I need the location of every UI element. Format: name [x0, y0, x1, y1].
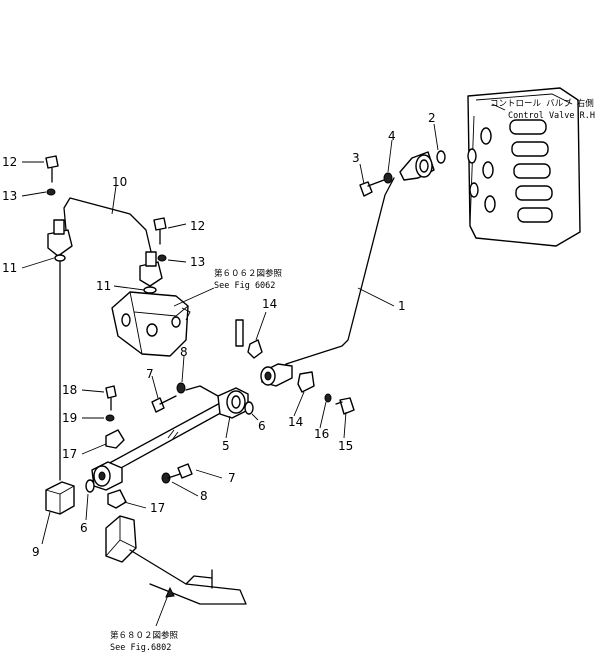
flange-block-top [139, 251, 163, 287]
bolt-15 [335, 397, 355, 415]
washer-8-upper [176, 382, 186, 394]
block-9 [45, 481, 75, 515]
label-17-lower: 17 [150, 501, 165, 515]
leader-control-valve [491, 103, 506, 111]
leader-lines [21, 123, 439, 545]
label-2: 2 [428, 111, 436, 125]
note-fig6802-en: See Fig.6802 [110, 643, 171, 653]
o-ring-11-block [143, 286, 157, 294]
label-12-block: 12 [190, 219, 205, 233]
pin-14-upper [235, 319, 244, 347]
label-17-upper: 17 [62, 447, 77, 461]
control-valve-rh [467, 87, 581, 247]
label-14-lower: 14 [288, 415, 303, 429]
elbow-fitting-upper [399, 151, 435, 181]
label-1: 1 [398, 299, 406, 313]
label-13-block: 13 [190, 255, 205, 269]
label-3: 3 [352, 151, 360, 165]
label-12-left: 12 [2, 155, 17, 169]
fitting-5 [185, 385, 249, 419]
label-19: 19 [62, 411, 77, 425]
o-ring-6-lower [85, 479, 95, 493]
label-4: 4 [388, 129, 396, 143]
tube-1 [285, 177, 395, 365]
label-10: 10 [112, 175, 127, 189]
bracket-6802 [105, 515, 247, 605]
bolt-12-block [153, 217, 167, 245]
o-ring-2 [436, 150, 446, 164]
label-9: 9 [32, 545, 40, 559]
bolt-7-lower [167, 463, 193, 479]
washer-13-block [157, 254, 167, 262]
right-plate-fitting [260, 363, 293, 387]
washer-16 [324, 393, 332, 403]
note-control-valve-en: Control Valve R.H [508, 111, 595, 121]
note-control-valve-jp: コントロール バルブ 右側 [490, 98, 594, 109]
arrow-head-6802 [165, 586, 175, 598]
note-fig6802-jp: 第６８０２図参照 [110, 630, 179, 641]
clamp-14-right [297, 371, 315, 393]
label-16: 16 [314, 427, 329, 441]
label-8-lower: 8 [200, 489, 208, 503]
o-ring-6-upper [244, 401, 254, 415]
break-mark [167, 429, 179, 441]
bolt-3 [359, 179, 385, 197]
label-7-lower: 7 [228, 471, 236, 485]
label-6-upper: 6 [258, 419, 266, 433]
bolt-7-upper [151, 395, 177, 413]
clamp-14-upper [247, 339, 263, 359]
label-8-upper: 8 [180, 345, 188, 359]
flange-left-upper [47, 219, 73, 257]
fitting-lower [91, 461, 123, 491]
leader-fig6062 [173, 287, 215, 307]
label-14-upper: 14 [262, 297, 277, 311]
o-ring-11-left [54, 254, 66, 262]
label-18: 18 [62, 383, 77, 397]
note-fig6062-jp: 第６０６２図参照 [214, 268, 283, 279]
bolt-12-left [45, 155, 59, 183]
tube-cross-lower [109, 409, 227, 475]
clamp-17-lower [107, 489, 127, 509]
note-fig6062-en: See Fig 6062 [214, 281, 275, 291]
tube-cross-upper [103, 401, 223, 467]
washer-4 [383, 172, 393, 184]
label-13-left: 13 [2, 189, 17, 203]
valve-block-6062 [111, 291, 191, 357]
washer-19 [105, 414, 115, 422]
clamp-17-upper [105, 429, 125, 449]
bolt-18 [105, 385, 117, 411]
label-11-left: 11 [2, 261, 17, 275]
label-7-upper: 7 [146, 367, 154, 381]
washer-13-left [46, 188, 56, 196]
tube-10 [63, 197, 153, 257]
label-11-block: 11 [96, 279, 111, 293]
label-15: 15 [338, 439, 353, 453]
label-5: 5 [222, 439, 230, 453]
label-6-lower: 6 [80, 521, 88, 535]
